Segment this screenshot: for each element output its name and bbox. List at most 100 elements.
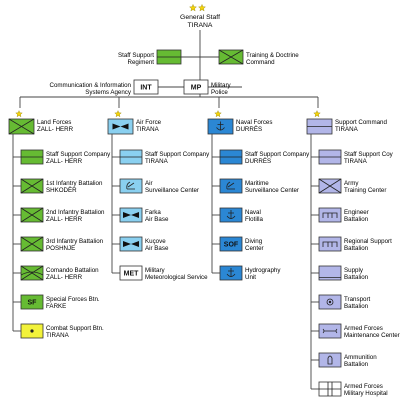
support-branch-label-line2: TIRANA	[335, 126, 358, 133]
land-unit-label-line2: POSHNJE	[46, 245, 76, 252]
naval-branch-label-line2: DURRËS	[236, 126, 263, 133]
naval-unit-symbol-frame	[219, 178, 243, 194]
wheel-hub-icon	[328, 300, 332, 304]
naval-unit-label-line1: Diving	[245, 238, 263, 245]
support-unit-label-line1: Supply	[344, 267, 363, 274]
support-unit-label-line1: Regional Support	[344, 238, 392, 245]
naval-unit-label-line1: Hydrography	[245, 267, 281, 274]
air-unit-label-line2: Surveillance Center	[145, 187, 199, 194]
unit-symbol-text: INT	[140, 85, 152, 92]
naval-unit-symbol	[219, 178, 243, 194]
naval-unit-label-line1: Maritime	[245, 180, 269, 187]
support-unit-symbol	[318, 381, 342, 397]
dot-icon	[30, 329, 34, 333]
training-doctrine-label-line2: Command	[246, 59, 275, 66]
land-unit-symbol	[20, 207, 44, 223]
support-unit-label-line1: Ammunition	[344, 354, 377, 361]
cross-line-icon	[218, 49, 244, 65]
support-unit-symbol	[318, 207, 342, 223]
radar-icon	[226, 181, 235, 190]
support-unit-label-line2: Maintenance Center	[344, 332, 400, 339]
support-unit-label-line1: Armed Forces	[344, 383, 383, 390]
unit-symbol-text: MP	[191, 85, 202, 92]
support-star-icon	[313, 110, 321, 118]
support-unit-label-line2: Training Center	[344, 187, 387, 194]
air-unit-label-line1: Air	[145, 180, 153, 187]
general-staff-label-line2: TIRANA	[187, 22, 213, 29]
naval-branch-label-line1: Naval Forces	[236, 119, 273, 126]
support-branch-symbol	[306, 118, 333, 135]
support-unit-label-line2: Battalion	[344, 361, 369, 368]
naval-unit-label-line2: Unit	[245, 274, 257, 281]
support-branch-label-line1: Support Command	[335, 119, 387, 126]
naval-unit-label-line1: Naval	[245, 209, 261, 216]
land-branch-label-line2: ZALL- HERR	[37, 126, 74, 133]
support-unit-label-line1: Engineer	[344, 209, 369, 216]
support-unit-label-line1: Staff Support Coy	[344, 151, 393, 158]
land-unit-symbol: SF	[20, 294, 44, 310]
land-unit-label-line2: ZALL- HERR	[46, 216, 83, 223]
general-staff-label-line1: General Staff	[180, 14, 220, 21]
land-unit-label: Combat Support Btn.TIRANA	[46, 325, 104, 339]
air-unit-label-line1: Farka	[145, 209, 161, 216]
military-police-label-line2: Police	[211, 89, 228, 96]
support-unit-symbol	[318, 236, 342, 252]
land-unit-label-line2: SHKODËR	[46, 187, 77, 194]
land-branch-label-line1: Land Forces	[37, 119, 72, 126]
ammunition-icon	[327, 355, 333, 365]
support-unit-symbol	[318, 323, 342, 339]
land-unit-symbol	[20, 265, 44, 281]
anchor-icon	[226, 268, 236, 277]
air-branch-label-line1: Air Force	[136, 119, 162, 126]
air-unit-label-line1: Kuçove	[145, 238, 166, 245]
land-unit-label-line1: Comando Battalion	[46, 267, 99, 274]
land-unit-symbol	[20, 236, 44, 252]
land-unit-label-line2: FARKE	[46, 303, 67, 310]
anchor-icon	[226, 210, 236, 219]
general-staff-star-icon	[189, 3, 197, 12]
naval-unit-label-line2: Flotilla	[245, 216, 263, 223]
land-unit-label-line2: ZALL- HERR	[46, 274, 83, 281]
support-unit-symbol	[318, 294, 342, 310]
land-unit-symbol	[20, 178, 44, 194]
wing-icon	[123, 212, 139, 218]
air-unit-symbol: MET	[119, 265, 143, 281]
air-unit-label-line2: Air Base	[145, 245, 169, 252]
land-unit-label-line1: 2nd Infantry Battalion	[46, 209, 105, 216]
cross-line-icon	[20, 207, 44, 223]
unit-symbol-text: MET	[124, 271, 140, 278]
comm-agency-label-line1: Communication & Information	[49, 82, 131, 89]
land-unit-label-line1: 1st Infantry Battalion	[46, 180, 103, 187]
support-unit-label-line2: Battalion	[344, 245, 369, 252]
support-unit-label-line2: TIRANA	[344, 158, 367, 165]
air-unit-symbol	[119, 207, 143, 223]
air-unit-label-line1: Staff Support Company	[145, 151, 210, 158]
support-unit-symbol	[318, 178, 342, 194]
support-unit-symbol-frame	[318, 352, 342, 368]
comm-agency-label-line2: Systems Agency	[85, 89, 131, 96]
naval-unit-symbol	[219, 149, 243, 165]
cross-line-icon	[20, 178, 44, 194]
